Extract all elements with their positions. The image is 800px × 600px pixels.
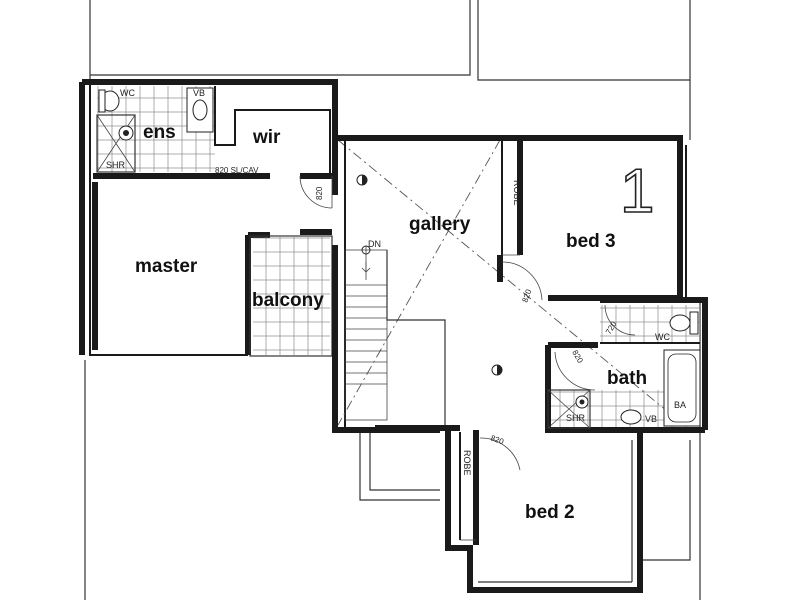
ceiling-light-bottom [491, 364, 503, 376]
ceiling-light-top [356, 174, 368, 186]
label-robe-bed3: ROBE [512, 180, 522, 206]
room-label-balcony: balcony [252, 290, 324, 311]
label-door-bed3: 820 [520, 288, 533, 304]
label-door-gallery: 820 [315, 186, 324, 200]
room-label-bed2: bed 2 [525, 502, 575, 523]
room-label-bath: bath [607, 368, 647, 389]
label-door-sl-cav: 820 SL/CAV [215, 166, 259, 175]
label-shr-ens: SHR [106, 160, 126, 170]
stair-treads [345, 284, 387, 385]
bed3-area [497, 135, 687, 301]
label-ba-bath: BA [674, 400, 686, 410]
room-label-wir: wir [252, 127, 281, 148]
label-door-bed2: 820 [489, 433, 505, 446]
ensuite-area [96, 86, 215, 173]
label-stair-dn: DN [368, 239, 381, 249]
balcony-area [249, 235, 333, 357]
label-wc-ens: WC [120, 88, 135, 98]
room-label-ens: ens [143, 122, 176, 143]
label-vb-bath: VB [645, 414, 657, 424]
level-marker: 1 [620, 157, 654, 226]
bed2-area [375, 425, 643, 593]
label-door-bath: 820 [570, 349, 585, 366]
label-wc-bath: WC [655, 332, 670, 342]
bath-area [545, 297, 708, 433]
label-vb-ens: VB [193, 88, 205, 98]
walls-master-suite [79, 79, 338, 356]
room-label-bed3: bed 3 [566, 231, 616, 252]
room-label-gallery: gallery [409, 214, 471, 235]
room-label-master: master [135, 256, 198, 277]
label-robe-bed2: ROBE [462, 450, 472, 476]
label-shr-bath: SHR [566, 413, 586, 423]
